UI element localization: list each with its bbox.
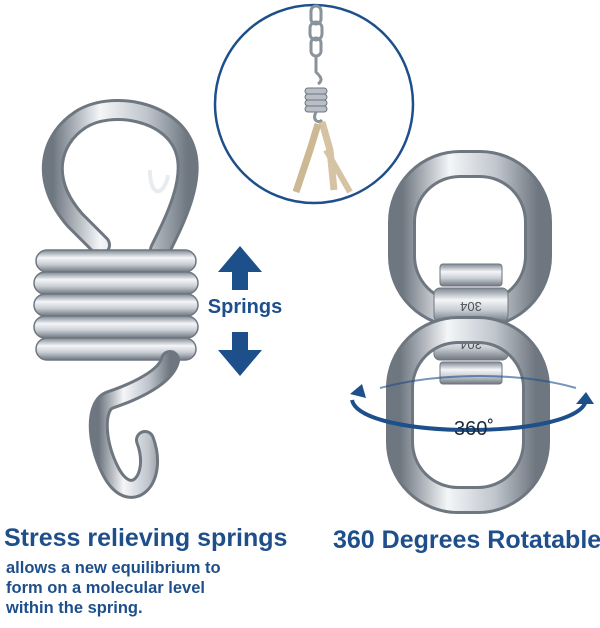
springs-up-arrow-icon — [218, 246, 262, 290]
right-heading: 360 Degrees Rotatable — [333, 526, 600, 554]
springs-label: Springs — [207, 296, 283, 318]
rotation-arrow-icon — [350, 375, 594, 432]
installation-inset-circle — [213, 3, 415, 205]
swivel-hook: 304 304 — [386, 150, 552, 514]
svg-text:304: 304 — [460, 299, 482, 314]
chain-icon — [308, 4, 324, 86]
left-body-line-1: allows a new equilibrium to — [6, 559, 221, 577]
rope-icon — [292, 121, 353, 194]
left-heading: Stress relieving springs — [4, 524, 288, 552]
springs-down-arrow-icon — [218, 332, 262, 376]
mini-spring-icon — [304, 87, 328, 124]
spring-hook — [33, 99, 199, 499]
left-body-line-3: within the spring. — [6, 599, 143, 617]
left-body-line-2: form on a molecular level — [6, 579, 205, 597]
rotation-degree-label: 360˚ — [454, 418, 495, 440]
spring-coils — [33, 249, 199, 361]
left-body-text: allows a new equilibrium to form on a mo… — [6, 558, 306, 618]
